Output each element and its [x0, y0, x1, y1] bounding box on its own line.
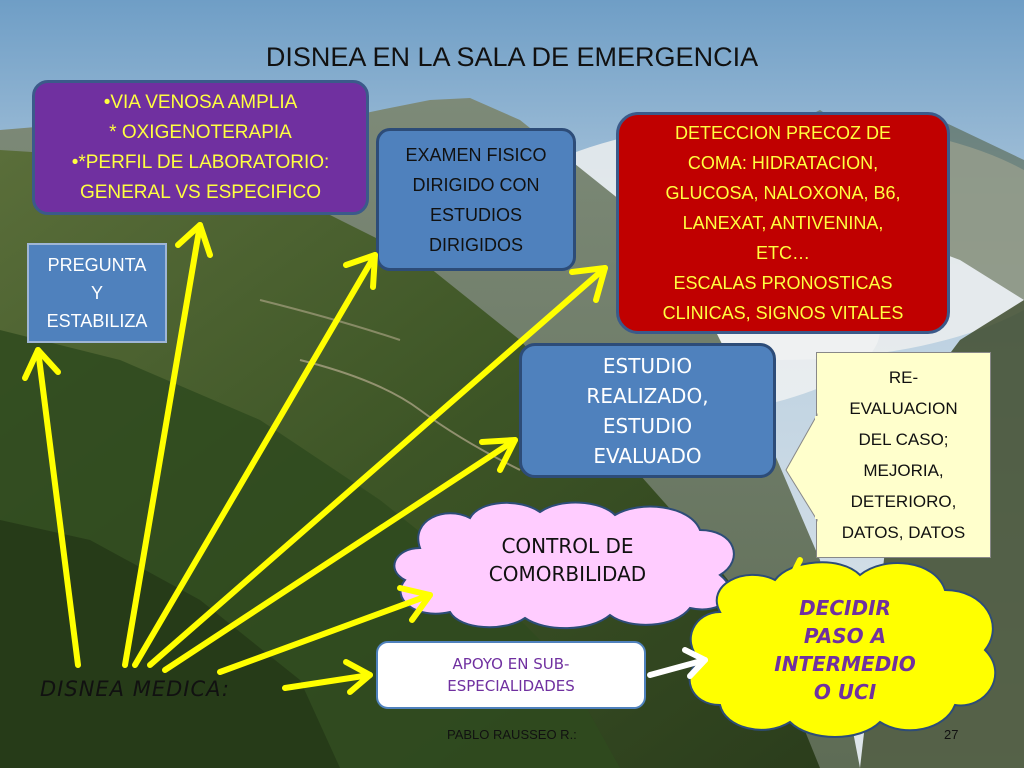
control-line-2: COMORBILIDAD — [488, 562, 647, 586]
decide-icu-text: DECIDIR PASO A INTERMEDIO O UCI — [690, 580, 1000, 720]
reevaluation-callout: RE- EVALUACION DEL CASO; MEJORIA, DETERI… — [816, 352, 991, 558]
study-evaluated-box: ESTUDIO REALIZADO, ESTUDIO EVALUADO — [519, 343, 776, 478]
comorbidity-control-text: CONTROL DE COMORBILIDAD — [395, 515, 740, 605]
early-detection-box: DETECCION PRECOZ DE COMA: HIDRATACION, G… — [616, 112, 950, 334]
reeval-line-2: EVALUACION — [849, 399, 958, 418]
footer-author: PABLO RAUSSEO R.: — [447, 727, 577, 742]
ask-line-1: PREGUNTA — [47, 255, 147, 275]
ask-line-2: Y — [90, 283, 103, 303]
reeval-line-3: DEL CASO; — [858, 430, 949, 449]
decide-line-1: DECIDIR — [799, 596, 891, 620]
exam-line-2: DIRIGIDO CON — [412, 174, 540, 195]
study-line-3: ESTUDIO — [602, 413, 693, 438]
study-line-2: REALIZADO, — [586, 383, 709, 408]
detection-line-4: LANEXAT, ANTIVENINA, — [682, 213, 884, 233]
dyspnea-origin-label: DISNEA MEDICA: — [40, 677, 230, 701]
exam-line-4: DIRIGIDOS — [428, 234, 523, 255]
detection-line-1: DETECCION PRECOZ DE — [674, 123, 892, 143]
control-line-1: CONTROL DE — [501, 534, 634, 558]
reeval-line-5: DETERIORO, — [850, 492, 957, 511]
detection-line-5: ETC… — [756, 243, 810, 263]
decide-line-4: O UCI — [813, 680, 877, 704]
general-specific-line: GENERAL VS ESPECIFICO — [79, 181, 322, 203]
reeval-line-1: RE- — [888, 368, 919, 387]
reeval-line-4: MEJORIA, — [863, 461, 944, 480]
study-line-1: ESTUDIO — [602, 353, 693, 378]
decide-line-2: PASO A — [803, 624, 887, 648]
decide-line-3: INTERMEDIO — [774, 652, 916, 676]
ask-and-stabilize-box: PREGUNTA Y ESTABILIZA — [27, 243, 167, 343]
ask-line-3: ESTABILIZA — [46, 311, 148, 331]
detection-line-3: GLUCOSA, NALOXONA, B6, — [665, 183, 901, 203]
detection-line-2: COMA: HIDRATACION, — [687, 153, 879, 173]
iv-oxygen-lab-box: •VIA VENOSA AMPLIA * OXIGENOTERAPIA •*PE… — [32, 80, 369, 215]
lab-profile-line: •*PERFIL DE LABORATORIO: — [71, 151, 330, 173]
page-number: 27 — [944, 727, 959, 742]
exam-line-3: ESTUDIOS — [429, 204, 522, 225]
exam-line-1: EXAMEN FISICO — [405, 144, 547, 165]
detection-line-6: ESCALAS PRONOSTICAS — [673, 273, 893, 293]
study-line-4: EVALUADO — [593, 443, 702, 468]
iv-line: •VIA VENOSA AMPLIA — [103, 91, 298, 113]
reeval-line-6: DATOS, DATOS — [841, 523, 966, 542]
support-line-1: APOYO EN SUB- — [452, 655, 570, 673]
support-line-2: ESPECIALIDADES — [447, 677, 575, 695]
physical-exam-box: EXAMEN FISICO DIRIGIDO CON ESTUDIOS DIRI… — [376, 128, 576, 271]
slide-title: DISNEA EN LA SALA DE EMERGENCIA — [265, 42, 759, 72]
subspecialty-support-box: APOYO EN SUB- ESPECIALIDADES — [376, 641, 646, 709]
decision-cloud — [688, 561, 997, 738]
oxygen-line: * OXIGENOTERAPIA — [109, 121, 292, 143]
detection-line-7: CLINICAS, SIGNOS VITALES — [662, 303, 904, 323]
